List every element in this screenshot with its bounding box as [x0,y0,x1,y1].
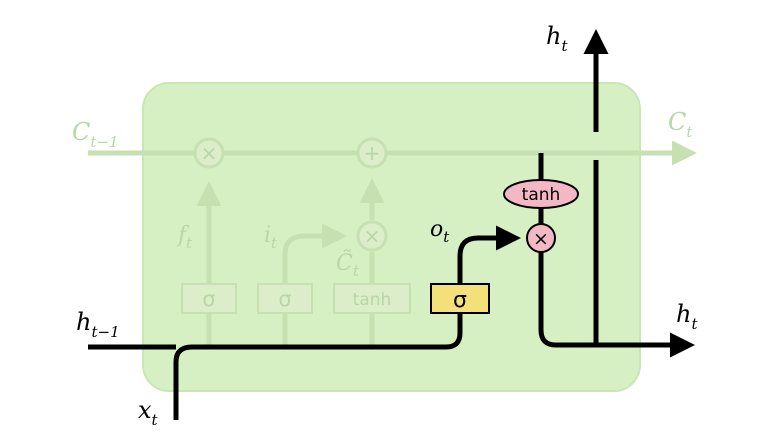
output-tanh-label: tanh [522,185,561,205]
multiply-to-output-path [538,252,695,358]
forget-multiply-symbol: × [201,141,218,165]
output-gate-to-multiply-path [457,225,521,284]
forget-gate-label: σ [202,287,215,311]
label-h-right: ht [676,300,698,333]
forget-multiply-op [193,137,225,169]
faded-pointwise-ops: × + × [193,137,388,252]
input-multiply-op [356,220,388,252]
label-o-t: ot [430,217,450,246]
output-gate-box [430,283,490,314]
add-symbol: + [364,141,381,165]
label-x-t: xt [138,396,159,429]
label-c-tilde: C̃t [336,250,360,280]
faded-gate-boxes: σ σ tanh [181,283,411,314]
add-op [356,137,388,169]
candidate-gate-box [333,283,411,314]
candidate-gate-label: tanh [353,290,392,310]
output-gate-label: σ [453,288,467,313]
label-c-next: Ct [668,108,693,141]
input-multiply-symbol: × [364,224,381,248]
output-multiply-symbol: × [533,228,549,250]
label-h-prev: ht−1 [76,308,120,341]
input-gate-box [257,283,313,314]
label-h-top: ht [546,22,568,55]
x-t-input-path [173,313,463,420]
active-paths [88,29,695,420]
label-i-t: it [264,223,278,252]
output-multiply-op [526,223,556,253]
label-c-prev: Ct−1 [72,118,119,151]
output-tanh-op [503,179,579,209]
forget-gate-box [181,283,237,314]
input-gate-label: σ [278,287,291,311]
